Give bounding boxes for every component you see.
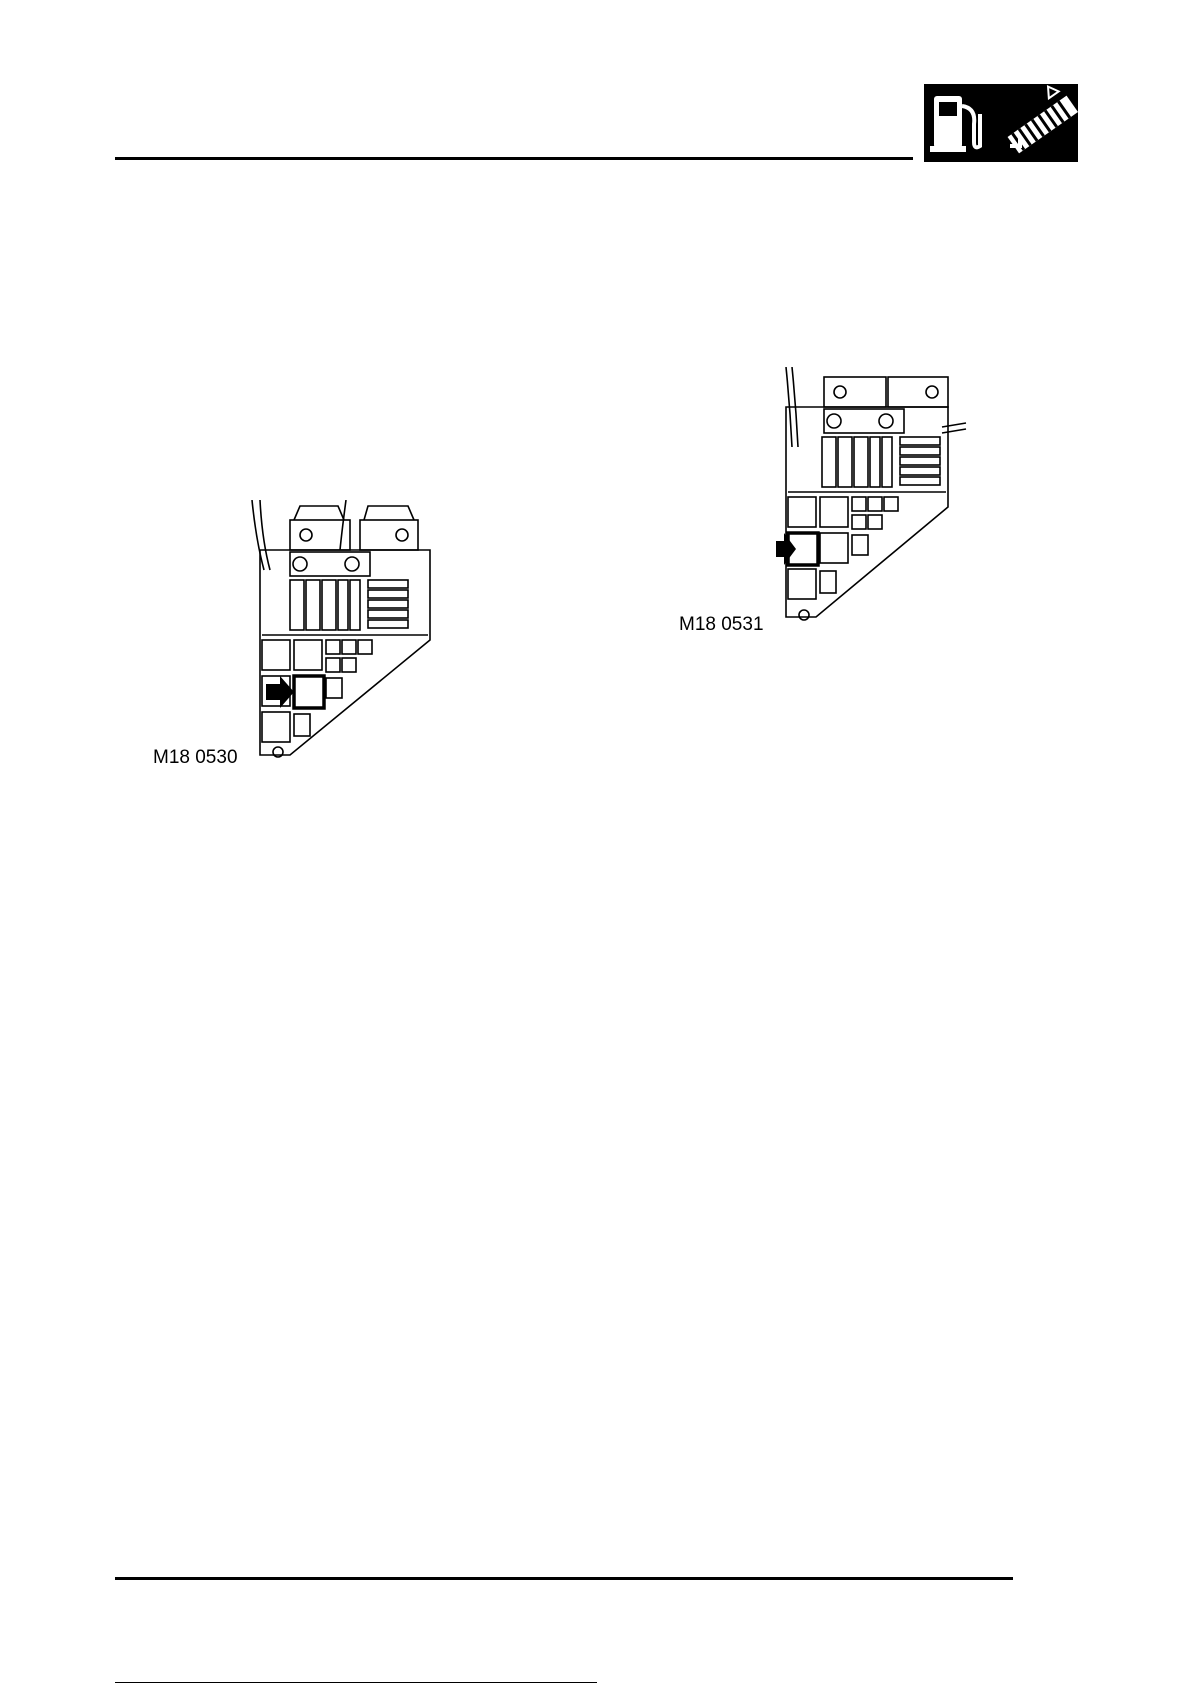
arrow-icon <box>776 533 796 565</box>
footer-rule <box>115 1577 1013 1580</box>
fuse-box-illustration-2 <box>776 367 972 637</box>
header-rule <box>115 157 913 160</box>
figure-caption: M18 0531 <box>679 614 764 636</box>
fuel-exhaust-section-icon <box>924 84 1078 162</box>
page-edge-rule <box>115 1682 597 1683</box>
figure-caption: M18 0530 <box>153 747 238 769</box>
fuse-box-illustration-1 <box>250 500 440 760</box>
